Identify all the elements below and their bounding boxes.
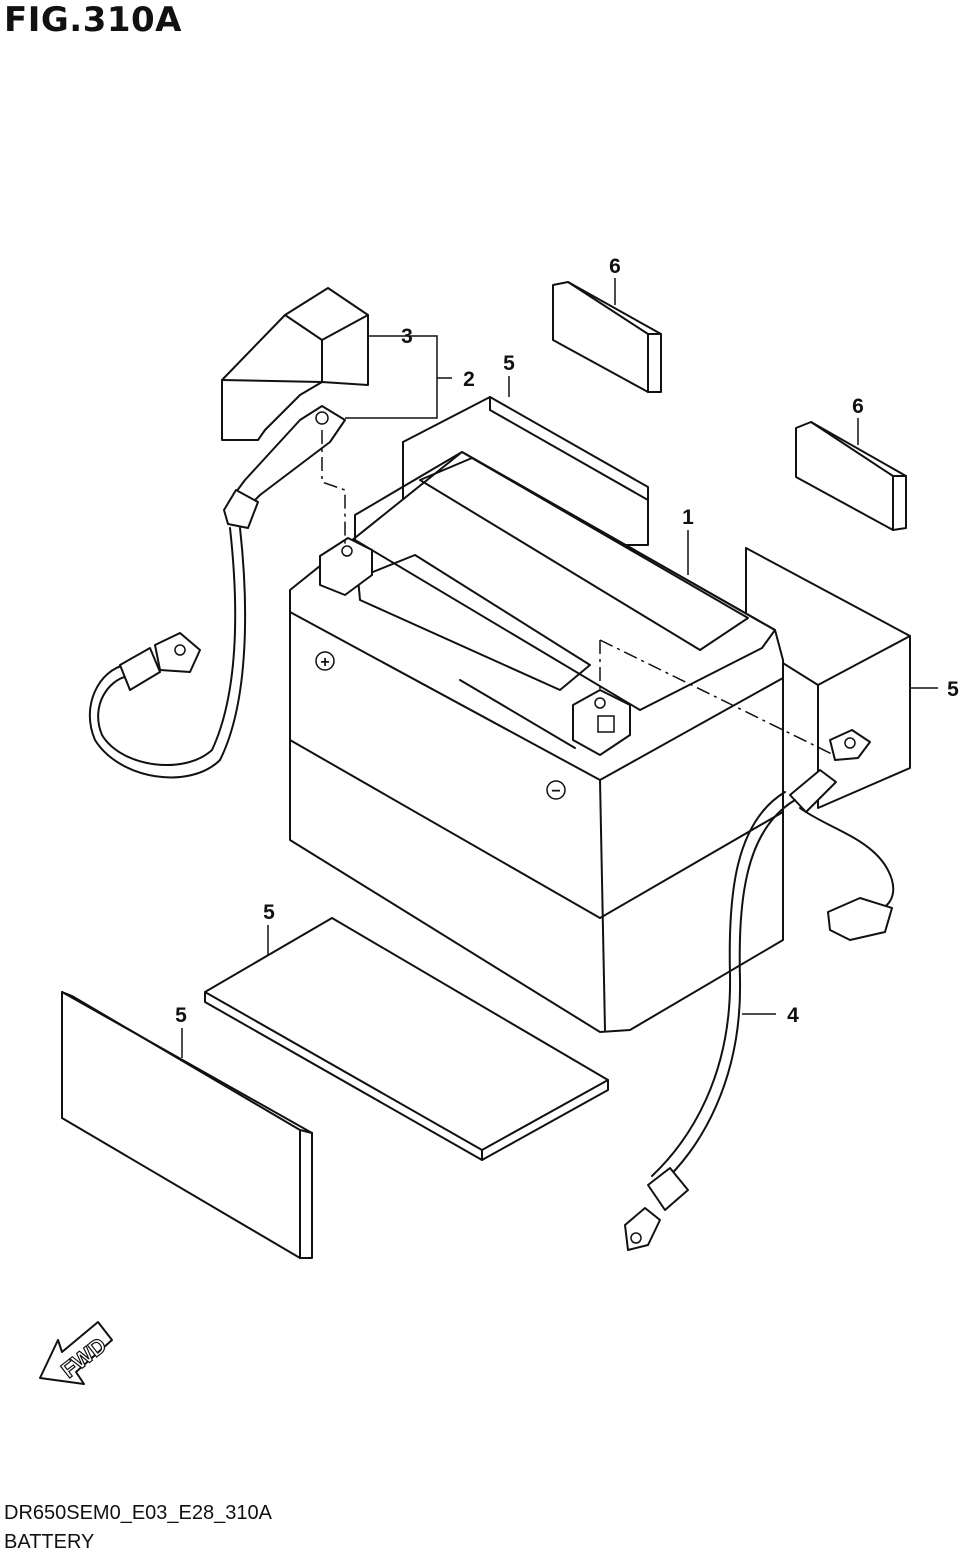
pad-6-right [795,421,907,531]
figure-caption: BATTERY [4,1531,95,1553]
pad-5-front [61,991,313,1259]
callout-5-right: 5 [947,678,959,701]
negative-mark: − [551,783,560,800]
positive-mark: + [320,654,329,671]
figure-title: FIG.310A [4,0,182,40]
callout-3: 3 [401,325,413,348]
drawing-code: DR650SEM0_E03_E28_310A [4,1502,272,1524]
positive-cable-2 [88,405,346,779]
negative-terminal [572,689,631,756]
callout-5-top: 5 [503,352,515,375]
callout-2: 2 [463,368,475,391]
positive-cap-3 [221,287,369,441]
callout-5-front: 5 [175,1004,187,1027]
callout-4: 4 [787,1004,799,1027]
fwd-arrow-icon: FWD [39,1321,113,1385]
positive-terminal [319,537,373,596]
callout-6-upper: 6 [609,255,621,278]
callout-6-right: 6 [852,395,864,418]
pad-5-base [204,917,609,1161]
pad-6-upper [552,281,662,393]
callout-1: 1 [682,506,694,529]
callout-5-base: 5 [263,901,275,924]
negative-cable-4 [624,729,895,1251]
battery-body: + − [289,451,784,1033]
